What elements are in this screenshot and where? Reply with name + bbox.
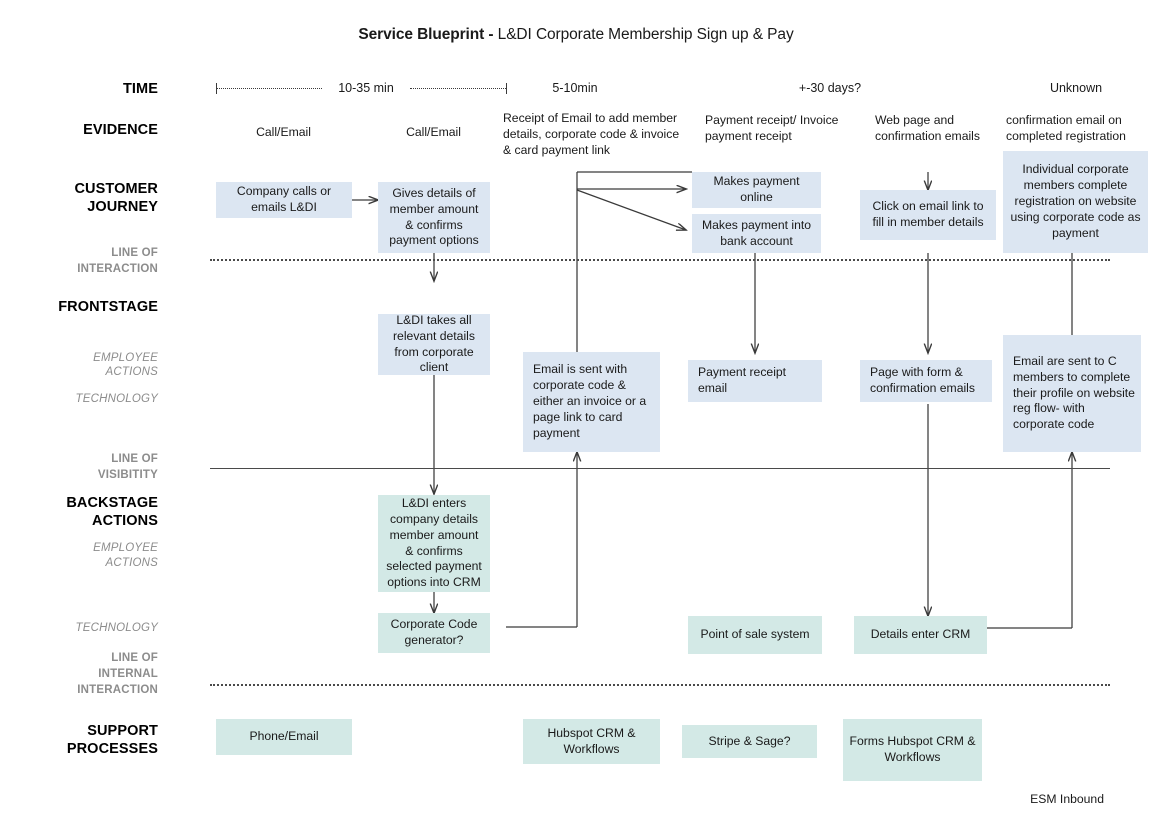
customer-journey-box-payment-online[interactable]: Makes payment online	[692, 172, 821, 208]
rail-label-customer-journey-1: CUSTOMER	[74, 181, 158, 197]
evidence-call-email-2: Call/Email	[406, 125, 461, 139]
time-item-30-days: +-30 days?	[798, 81, 862, 95]
rail-label-line-interaction-2: INTERACTION	[77, 263, 158, 275]
evidence-receipt-of-email: Receipt of Email to add member details, …	[503, 111, 680, 158]
support-box-hubspot-crm[interactable]: Hubspot CRM & Workflows	[523, 719, 660, 764]
rail-label-customer-journey-2: JOURNEY	[87, 199, 158, 215]
rail-label-line-visibility-1: LINE OF	[111, 453, 158, 465]
customer-journey-box-click-email-link[interactable]: Click on email link to fill in member de…	[860, 190, 996, 240]
line-of-interaction-divider	[210, 259, 1110, 261]
customer-journey-box-individual-members[interactable]: Individual corporate members complete re…	[1003, 151, 1148, 253]
frontstage-box-ldi-takes-details[interactable]: L&DI takes all relevant details from cor…	[378, 313, 490, 375]
rail-label-frontstage-technology: TECHNOLOGY	[75, 393, 158, 405]
page-title-rest: L&DI Corporate Membership Sign up & Pay	[493, 26, 794, 43]
time-span-line-left	[217, 88, 322, 89]
rail-label-line-internal-3: INTERACTION	[77, 684, 158, 696]
rail-label-support-2: PROCESSES	[66, 741, 158, 757]
evidence-web-page-confirmation: Web page and confirmation emails	[875, 113, 980, 144]
support-box-forms-hubspot[interactable]: Forms Hubspot CRM & Workflows	[843, 719, 982, 781]
backstage-box-details-enter-crm[interactable]: Details enter CRM	[854, 616, 987, 654]
support-box-phone-email[interactable]: Phone/Email	[216, 719, 352, 755]
rail-label-time: TIME	[122, 81, 158, 97]
customer-journey-box-company-calls[interactable]: Company calls or emails L&DI	[216, 182, 352, 218]
customer-journey-box-payment-bank[interactable]: Makes payment into bank account	[692, 214, 821, 253]
rail-label-backstage-employee-1: EMPLOYEE	[93, 542, 158, 554]
frontstage-box-payment-receipt-email[interactable]: Payment receipt email	[688, 360, 822, 402]
rail-label-frontstage-employee-2: ACTIONS	[105, 366, 158, 378]
rail-label-line-visibility-2: VISIBITITY	[97, 469, 158, 481]
frontstage-box-email-is-sent[interactable]: Email is sent with corporate code & eith…	[523, 352, 660, 452]
page-title-bold: Service Blueprint -	[358, 26, 494, 43]
frontstage-box-page-with-form[interactable]: Page with form & confirmation emails	[860, 360, 992, 402]
rail-label-evidence: EVIDENCE	[83, 122, 158, 138]
rail-label-frontstage-employee-1: EMPLOYEE	[93, 352, 158, 364]
evidence-payment-receipt: Payment receipt/ Invoice payment receipt	[705, 113, 839, 144]
backstage-box-corporate-code-generator[interactable]: Corporate Code generator?	[378, 613, 490, 653]
line-of-internal-interaction-divider	[210, 684, 1110, 686]
time-item-unknown: Unknown	[1049, 81, 1103, 95]
time-span-cap-right	[506, 83, 507, 94]
backstage-box-point-of-sale[interactable]: Point of sale system	[688, 616, 822, 654]
rail-label-line-internal-1: LINE OF	[111, 652, 158, 664]
time-item-5-10min: 5-10min	[552, 81, 598, 95]
rail-label-support-1: SUPPORT	[87, 723, 158, 739]
rail-label-line-internal-2: INTERNAL	[98, 668, 158, 680]
support-box-stripe-sage[interactable]: Stripe & Sage?	[682, 725, 817, 758]
time-span-label: 10-35 min	[338, 81, 394, 95]
page-title: Service Blueprint - L&DI Corporate Membe…	[0, 26, 1152, 44]
evidence-call-email-1: Call/Email	[256, 125, 311, 139]
rail-label-backstage-2: ACTIONS	[92, 513, 158, 529]
time-span-line-right	[410, 88, 506, 89]
customer-journey-box-gives-details[interactable]: Gives details of member amount & confirm…	[378, 182, 490, 253]
footer-attribution: ESM Inbound	[1030, 792, 1104, 806]
frontstage-box-email-to-c-members[interactable]: Email are sent to C members to complete …	[1003, 335, 1141, 452]
rail-label-line-interaction-1: LINE OF	[111, 247, 158, 259]
evidence-confirmation-email: confirmation email on completed registra…	[1006, 113, 1126, 144]
rail-label-frontstage: FRONTSTAGE	[58, 299, 158, 315]
rail-label-backstage-technology: TECHNOLOGY	[75, 622, 158, 634]
rail-label-backstage-1: BACKSTAGE	[66, 495, 158, 511]
time-span-cap-left	[216, 83, 217, 94]
line-of-visibility-divider	[210, 468, 1110, 469]
backstage-box-ldi-enters-details[interactable]: L&DI enters company details member amoun…	[378, 495, 490, 592]
rail-label-backstage-employee-2: ACTIONS	[105, 557, 158, 569]
